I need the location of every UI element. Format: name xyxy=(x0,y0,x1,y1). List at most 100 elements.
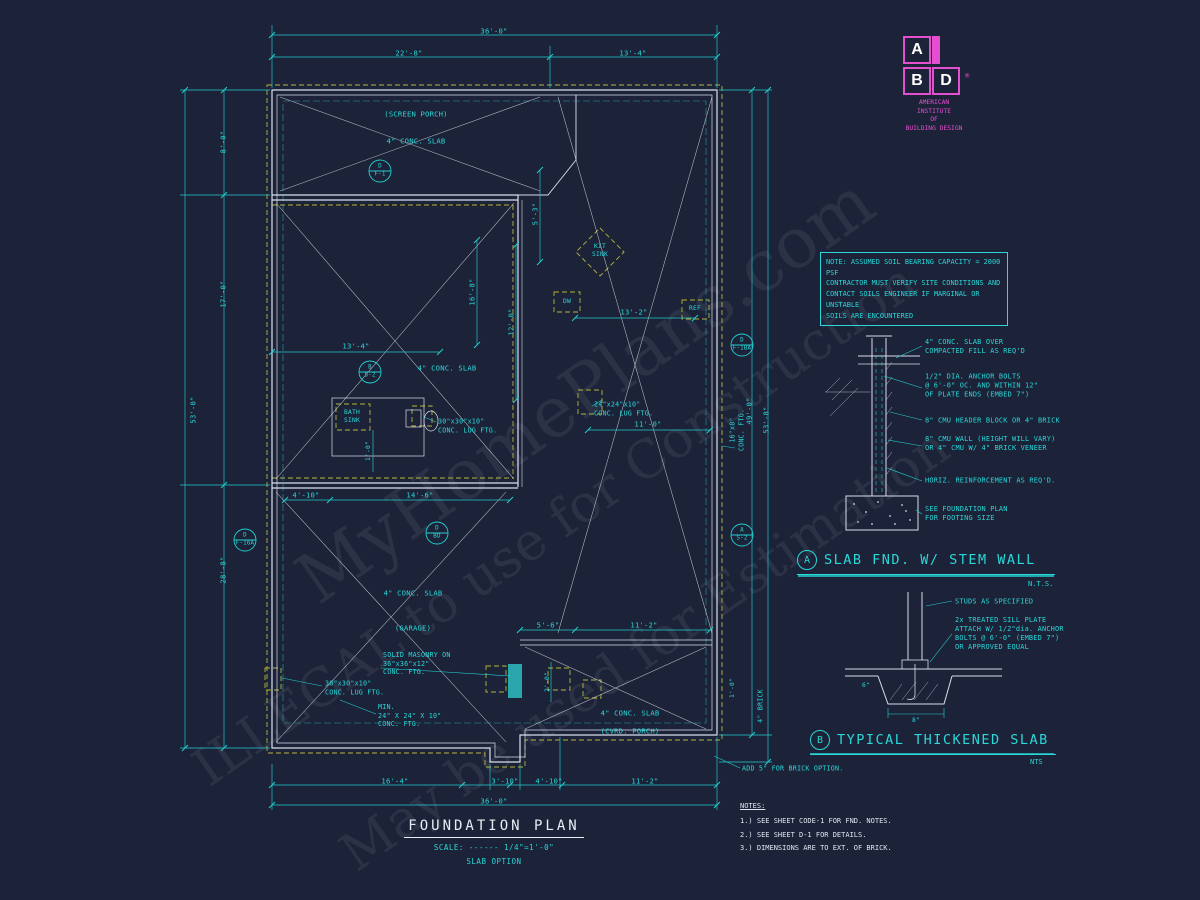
detail-a-scale: N.T.S. xyxy=(1028,580,1054,588)
plan-label-bath-sink: BATH SINK xyxy=(344,408,360,424)
plan-label-da-ftg: SEE FOUNDATION PLAN FOR FOOTING SIZE xyxy=(925,505,1008,522)
plan-label-dim-top-left: 22'-8" xyxy=(395,48,423,58)
plan-label-lug-30-bl: 30"x30"x10" CONC. LUG FTG. xyxy=(325,679,385,696)
plan-label-db-sill: 2x TREATED SILL PLATE ATTACH W/ 1/2"dia.… xyxy=(955,616,1064,651)
detail-b-drawing xyxy=(845,592,1002,718)
note-item: 3.) DIMENSIONS ARE TO EXT. OF BRICK. xyxy=(740,843,892,852)
detail-a-title-text: SLAB FND. W/ STEM WALL xyxy=(824,552,1036,568)
notes-heading: NOTES: xyxy=(740,802,766,810)
plan-scale: SCALE: ------ 1/4"=1'-0" xyxy=(433,843,555,852)
foundation-plan-title-block: FOUNDATION PLAN SCALE: ------ 1/4"=1'-0"… xyxy=(404,818,584,866)
plan-label-dim-top-overall: 36'-0" xyxy=(480,26,508,36)
slab-edge-dashed xyxy=(282,100,707,724)
plan-label-cvrd-porch: (CVRD. PORCH) xyxy=(600,726,660,736)
plan-label-dim-16-8: 16'-8" xyxy=(467,278,477,306)
plan-label-da-wall: 8" CMU WALL (HEIGHT WILL VARY) OR 4" CMU… xyxy=(925,435,1056,452)
plan-label-dim-bot-3-10: 3'-10" xyxy=(491,776,519,786)
marker-circles xyxy=(233,159,754,552)
plan-label-dim-4-10a: 4'-10" xyxy=(292,490,320,500)
plan-label-dim-11-0: 11'-0" xyxy=(634,419,662,429)
logo-org-line: OF xyxy=(930,116,938,123)
plan-label-dim-left-28: 28'-8" xyxy=(218,556,228,584)
plan-label-dim-top-right: 13'-4" xyxy=(619,48,647,58)
logo-org-line: AMERICAN INSTITUTE xyxy=(916,99,952,115)
plan-label-dw: DW xyxy=(563,297,571,305)
plan-label-da-slab: 4" CONC. SLAB OVER COMPACTED FILL AS REQ… xyxy=(925,338,1026,355)
logo-bar xyxy=(932,36,940,64)
notes-list: 1.) SEE SHEET CODE-1 FOR FND. NOTES. 2.) … xyxy=(740,815,892,855)
plan-label-min-ftg: MIN. 24" X 24" X 10" CONC. FTG. xyxy=(378,702,442,729)
plan-label-dim-5-6: 5'-6" xyxy=(536,620,560,630)
plan-title: FOUNDATION PLAN xyxy=(404,818,584,838)
plan-label-dim-left-8: 8'-0" xyxy=(218,130,228,154)
plan-label-dim-11-2a: 11'-2" xyxy=(630,620,658,630)
plan-label-screen-porch: (SCREEN PORCH) xyxy=(384,109,448,119)
plan-label-da-header: 8" CMU HEADER BLOCK OR 4" BRICK xyxy=(925,416,1060,425)
plan-label-dim-5-3: 5'-3" xyxy=(530,202,540,226)
plan-label-screen-porch-slab: 4" CONC. SLAB xyxy=(386,136,446,146)
masonry-pier xyxy=(508,664,522,698)
plan-label-da-reinf: HORIZ. REINFORCEMENT AS REQ'D. xyxy=(925,476,1056,485)
plan-label-dim-left-53: 53'-0" xyxy=(188,396,198,424)
note-item: 1.) SEE SHEET CODE-1 FOR FND. NOTES. xyxy=(740,817,892,826)
notes-block: NOTES: 1.) SEE SHEET CODE-1 FOR FND. NOT… xyxy=(740,800,892,855)
plan-label-cvrd-slab: 4" CONC. SLAB xyxy=(600,708,660,718)
plan-option: SLAB OPTION xyxy=(466,857,522,866)
detail-b-title-text: TYPICAL THICKENED SLAB xyxy=(837,732,1049,748)
leader-lines xyxy=(281,399,741,769)
note-item: 2.) SEE SHEET D-1 FOR DETAILS. xyxy=(740,830,867,839)
plan-label-marker-bd: D BD xyxy=(433,525,441,539)
detail-b-bubble: B xyxy=(810,730,830,750)
slab-diagonals xyxy=(275,96,713,743)
footing-dashed-lines xyxy=(264,84,723,768)
plan-label-da-bolts: 1/2" DIA. ANCHOR BOLTS @ 6'-0" OC. AND W… xyxy=(925,372,1039,399)
detail-a-bubble: A xyxy=(797,550,817,570)
plan-label-marker-b-s2: B S-2 xyxy=(364,364,376,378)
soil-note-box: NOTE: ASSUMED SOIL BEARING CAPACITY = 20… xyxy=(820,252,1008,327)
plan-label-lug-30-mid: 30"x30"x10" CONC. LUG FTG. xyxy=(438,417,498,434)
plan-label-ref: REF xyxy=(689,304,701,312)
plan-label-db-studs: STUDS AS SPECIFIED xyxy=(955,597,1034,606)
plan-label-kit-sink: KIT SINK xyxy=(592,242,608,258)
registered-mark: ® xyxy=(965,72,970,80)
plan-label-dim-13-4-int: 13'-4" xyxy=(342,341,370,351)
logo-org-line: BUILDING DESIGN xyxy=(905,124,963,132)
plan-label-dim-bot-overall: 36'-0" xyxy=(480,796,508,806)
plan-label-db-8: 8" xyxy=(912,716,920,724)
plan-label-dim-13-2: 13'-2" xyxy=(620,307,648,317)
plan-label-dim-right-49: 49'-0" xyxy=(744,397,754,425)
plan-label-marker-d-f1: D F-1 xyxy=(374,163,386,177)
plan-label-dim-right-53-8: 53'-8" xyxy=(761,406,771,434)
plan-label-add-brick: ADD 5" FOR BRICK OPTION. xyxy=(742,764,844,773)
walls xyxy=(271,89,718,763)
logo-letter-b: B xyxy=(903,67,931,95)
logo-letter-a: A xyxy=(903,36,931,64)
plan-label-dim-left-17: 17'-0" xyxy=(218,280,228,308)
detail-a-drawing xyxy=(825,335,923,531)
plan-label-ftg-16x8: 16"x8" CONC. FTG. xyxy=(728,408,745,452)
plan-label-garage-slab: 4" CONC. SLAB xyxy=(383,588,443,598)
plan-label-dim-12-0: 12'-0" xyxy=(506,308,516,336)
plan-label-marker-a-s2: A S-2 xyxy=(736,527,748,541)
plan-label-dim-2-0: 2'-0" xyxy=(543,672,551,692)
plan-label-marker-d-f16a: D F-16A xyxy=(235,532,255,546)
footing-speckles xyxy=(853,501,911,525)
detail-b-scale: NTS xyxy=(1030,758,1043,766)
plan-label-dim-1-0: 1'-0" xyxy=(364,441,372,461)
plan-label-dim-14-6: 14'-6" xyxy=(406,490,434,500)
plan-label-slab-mid: 4" CONC. SLAB xyxy=(417,363,477,373)
plan-label-lug-24: 24"x24"x10" CONC. LUG FTG. xyxy=(594,400,654,417)
plan-label-garage: (GARAGE) xyxy=(394,623,432,633)
plan-label-db-6: 6" xyxy=(862,681,870,689)
plan-label-dim-bot-11-2: 11'-2" xyxy=(631,776,659,786)
plan-label-dim-bot-4-10: 4'-10" xyxy=(535,776,563,786)
plan-label-dim-1-0-b: 1'-0" xyxy=(728,678,736,698)
plan-label-marker-d-f1ba: D F-1BA xyxy=(732,337,752,351)
dimension-ticks xyxy=(181,31,772,809)
dimension-lines xyxy=(180,25,772,810)
plan-label-solid-masonry: SOLID MASONRY ON 36"x36"x12" CONC. FTG. xyxy=(383,650,451,677)
plan-label-dim-bot-16-4: 16'-4" xyxy=(381,776,409,786)
